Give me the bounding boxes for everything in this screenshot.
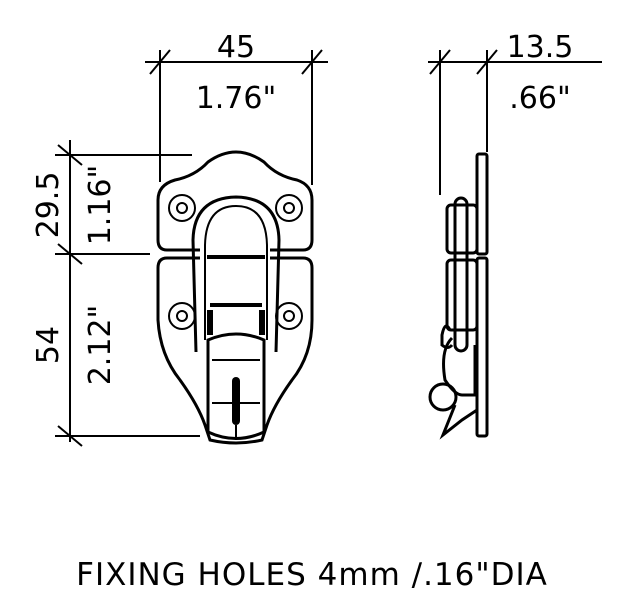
depth-dimension: 13.5 .66" <box>428 30 602 195</box>
width-in-label: 1.76" <box>196 81 277 116</box>
height-dimension: 29.5 1.16" 54 2.12" <box>31 140 200 447</box>
fixing-holes-caption: FIXING HOLES 4mm /.16"DIA <box>76 557 548 593</box>
lower-height-in-label: 2.12" <box>83 305 118 386</box>
upper-height-mm-label: 29.5 <box>31 172 66 239</box>
depth-in-label: .66" <box>509 81 571 116</box>
lower-height-mm-label: 54 <box>31 326 66 364</box>
width-mm-label: 45 <box>217 30 255 65</box>
depth-mm-label: 13.5 <box>507 30 574 65</box>
upper-height-in-label: 1.16" <box>83 165 118 246</box>
side-view <box>428 152 489 440</box>
front-view <box>156 150 314 445</box>
width-dimension: 45 1.76" <box>145 30 328 185</box>
